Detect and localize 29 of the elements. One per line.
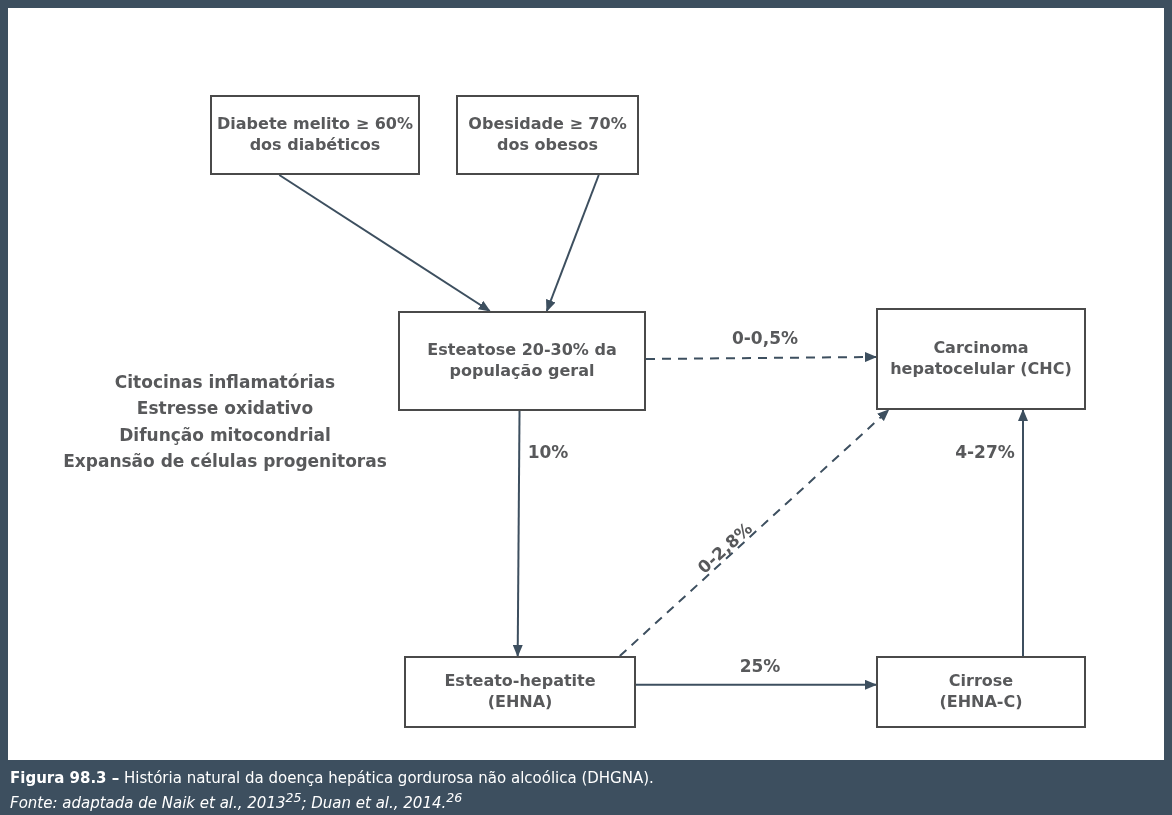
arrow — [1018, 409, 1028, 657]
process-box — [404, 656, 636, 728]
process-box — [456, 95, 639, 175]
dashed-arrow — [645, 352, 877, 363]
box-label: Esteato-hepatite (EHNA) — [443, 671, 597, 713]
arrow — [278, 174, 491, 312]
process-box — [876, 308, 1086, 410]
process-box — [210, 95, 420, 175]
note-text: Estresse oxidativo — [136, 397, 314, 419]
arrow — [635, 679, 877, 690]
note-text: Difunção mitocondrial — [119, 424, 331, 446]
caption: Figura 98.3 – História natural da doença hepática gordurosa não alcoólica (DHGNA). — [10, 768, 655, 788]
box-label: Cirrose (EHNA-C) — [938, 671, 1024, 713]
edge-label: 10% — [527, 441, 569, 463]
arrow — [512, 410, 523, 657]
source-note: Fonte: adaptada de Naik et al., 2013$^{25}$; Duan et al., 2014.$^{26}$ — [10, 789, 464, 813]
dashed-arrow — [618, 409, 890, 657]
box-label: Diabete melito ≥ 60% dos diabéticos — [216, 114, 414, 156]
box-label: Esteatose 20-30% da população geral — [426, 340, 618, 382]
box-label: Carcinoma hepatocelular (CHC) — [889, 338, 1073, 380]
process-box — [876, 656, 1086, 728]
box-label: Obesidade ≥ 70% dos obesos — [467, 114, 628, 156]
edge-label: 25% — [739, 655, 781, 677]
edge-label: 4-27% — [955, 441, 1015, 463]
process-box — [398, 311, 646, 411]
note-text: Citocinas inflamatórias — [114, 371, 336, 393]
arrow — [545, 174, 600, 312]
edge-label: 0-0,5% — [732, 327, 798, 349]
note-text: Expansão de células progenitoras — [63, 450, 387, 472]
